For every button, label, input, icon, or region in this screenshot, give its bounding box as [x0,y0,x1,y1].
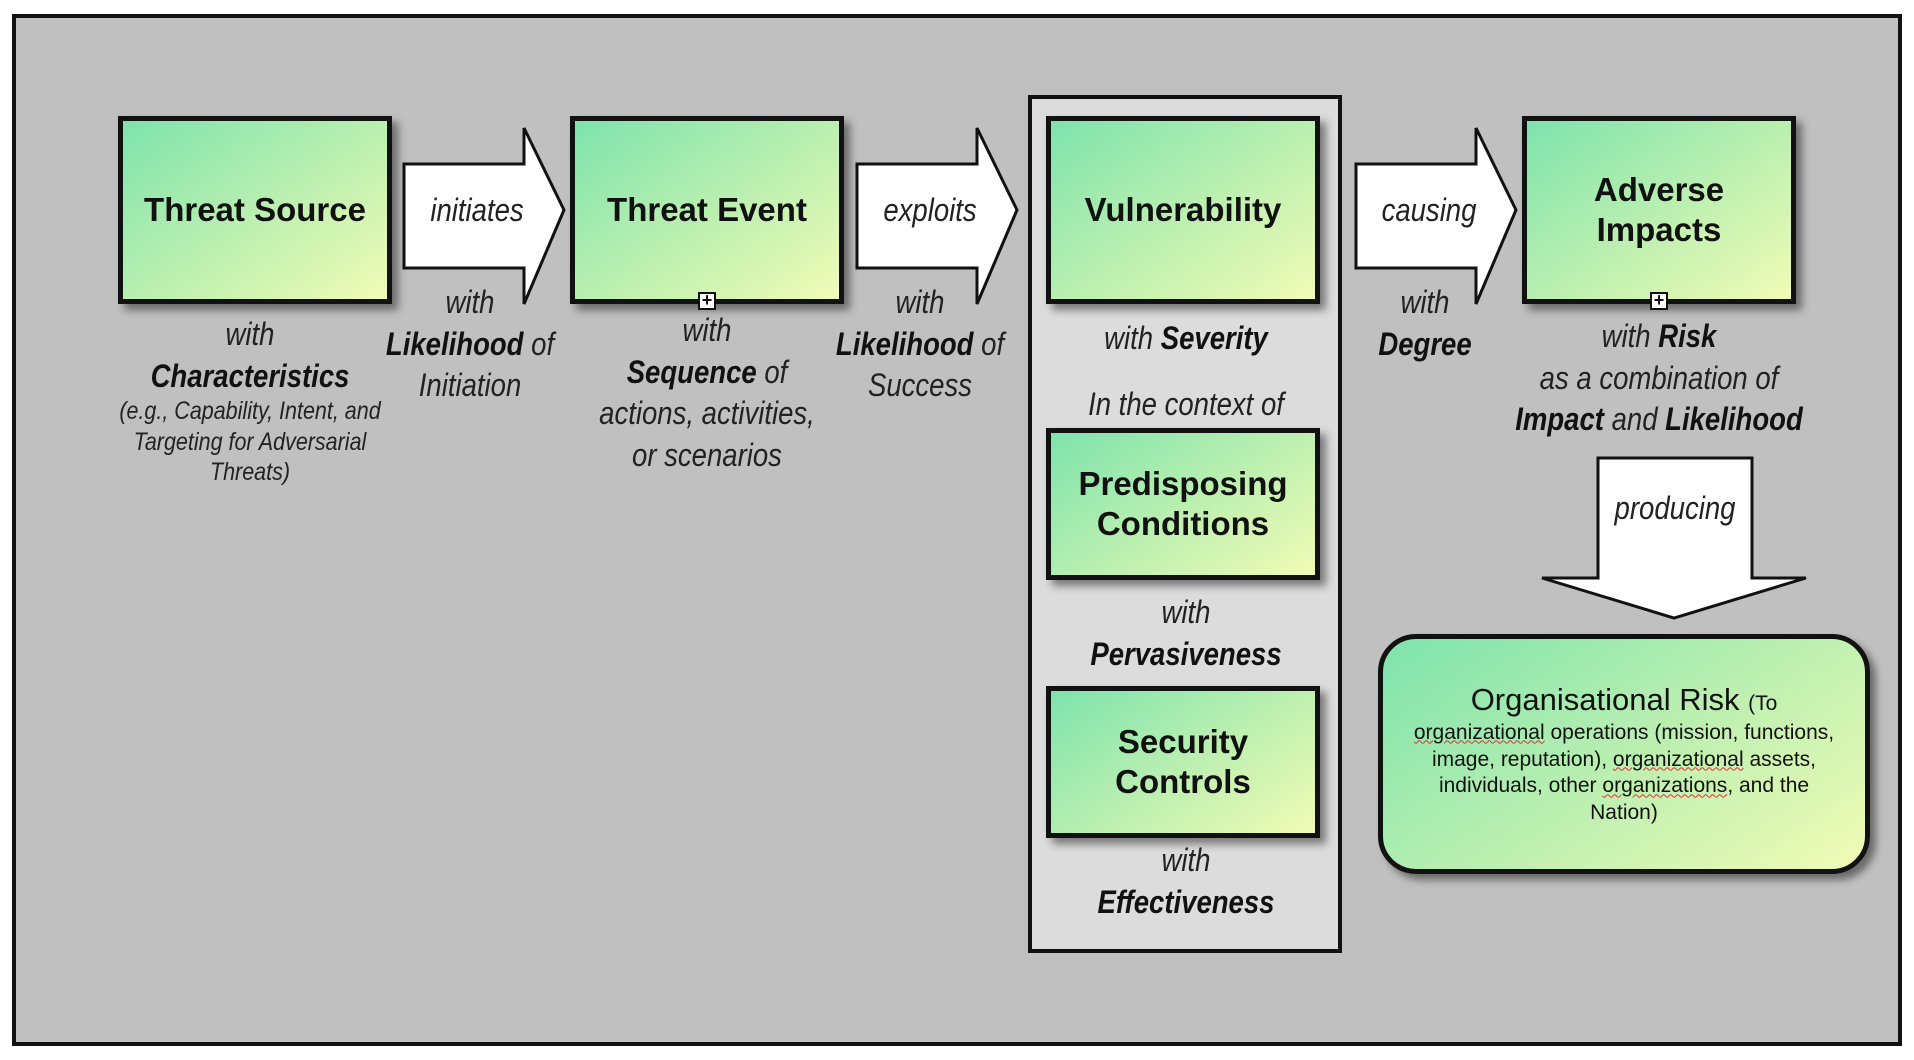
security-controls-title: Security Controls [1115,723,1251,800]
severity-label: with Severity [1057,318,1315,360]
and-text: and [1611,401,1658,438]
pervasiveness-text: Pervasiveness [1090,635,1282,672]
impact-text: Impact [1515,401,1604,438]
likelihood-text: Likelihood [385,325,524,362]
combination-text: as a combination of [1539,359,1779,396]
organisational-risk-line: individuals, other organizations, and th… [1439,773,1809,800]
characteristics-example-line: Threats) [209,458,291,486]
characteristics-example-line: (e.g., Capability, Intent, and [119,397,381,425]
organisational-risk-heading: Organisational Risk (To [1471,681,1778,720]
risk-combination-label: with Risk as a combination of Impact and… [1507,316,1811,441]
of-text: of [981,325,1005,362]
with-text: with [1161,842,1211,878]
misspelled-word: organizations [1602,774,1728,798]
causing-label: causing [1381,192,1477,228]
pervasiveness-label: with Pervasiveness [1057,592,1315,675]
producing-arrow [1541,456,1807,620]
likelihood-of-success-label: with Likelihood of Success [834,282,1006,407]
initiates-arrow [402,127,566,305]
effectiveness-label: with Effectiveness [1057,840,1315,923]
effectiveness-text: Effectiveness [1097,883,1275,920]
organisational-risk-line: organizational operations (mission, func… [1414,720,1834,747]
initiation-text: Initiation [418,367,522,404]
predisposing-conditions-title: Predisposing Conditions [1078,465,1288,542]
with-text: with [1601,318,1651,354]
with-text: with [895,284,945,320]
organisational-risk-open: (To [1748,691,1778,715]
characteristics-text: Characteristics [150,357,350,394]
with-text: with [682,312,732,348]
severity-text: Severity [1160,320,1268,356]
org-risk-text: assets, [1743,747,1817,771]
with-text: with [1400,284,1450,320]
vulnerability-title: Vulnerability [1084,191,1282,229]
vulnerability-box: Vulnerability [1046,116,1320,304]
threat-event-box: Threat Event [570,116,844,304]
adverse-impacts-box: Adverse Impacts [1522,116,1796,304]
degree-text: Degree [1378,325,1472,362]
sequence-detail-line: actions, activities, [599,395,815,432]
organisational-risk-line: Nation) [1590,801,1658,825]
sequence-text: Sequence [626,353,757,390]
organisational-risk-box: Organisational Risk (To organizational o… [1378,634,1870,874]
initiates-label: initiates [430,192,524,228]
organisational-risk-line: image, reputation), organizational asset… [1432,747,1816,774]
with-text: with [445,284,495,320]
risk-text: Risk [1658,318,1717,354]
likelihood-text: Likelihood [835,325,974,362]
success-text: Success [867,367,973,404]
threat-event-title: Threat Event [607,191,807,229]
with-text: with [225,316,275,352]
predisposing-conditions-box: Predisposing Conditions [1046,428,1320,580]
characteristics-example-line: Targeting for Adversarial [133,427,367,456]
adverse-impacts-title: Adverse Impacts [1593,171,1725,248]
causing-arrow [1354,127,1518,305]
org-risk-text: operations (mission, functions, [1544,720,1835,744]
characteristics-examples: (e.g., Capability, Intent, and Targeting… [112,396,387,488]
of-text: of [531,325,555,362]
org-risk-text: , and the [1727,774,1810,798]
in-context-label: In the context of [1088,386,1284,422]
of-text: of [764,353,788,390]
with-text: with [1104,320,1154,356]
threat-source-with-label: with Characteristics [121,314,379,397]
exploits-label: exploits [883,192,977,228]
producing-label: producing [1614,490,1736,526]
misspelled-word: organizational [1413,720,1545,744]
with-text: with [1161,594,1211,630]
sequence-label: with Sequence of actions, activities, or… [589,310,825,476]
misspelled-word: organizational [1612,747,1744,771]
likelihood-text: Likelihood [1665,401,1803,438]
sequence-detail-line: or scenarios [632,436,782,473]
organisational-risk-title: Organisational Risk [1470,681,1740,717]
security-controls-box: Security Controls [1046,686,1320,838]
threat-source-title: Threat Source [144,191,366,229]
adverse-impacts-expand-icon[interactable]: + [1650,291,1668,310]
degree-label: with Degree [1352,282,1498,365]
threat-event-expand-icon[interactable]: + [698,291,716,310]
likelihood-of-initiation-label: with Likelihood of Initiation [384,282,556,407]
org-risk-text: individuals, other [1438,774,1603,798]
threat-source-box: Threat Source [118,116,392,304]
org-risk-text: image, reputation), [1431,747,1613,771]
exploits-arrow [855,127,1019,305]
